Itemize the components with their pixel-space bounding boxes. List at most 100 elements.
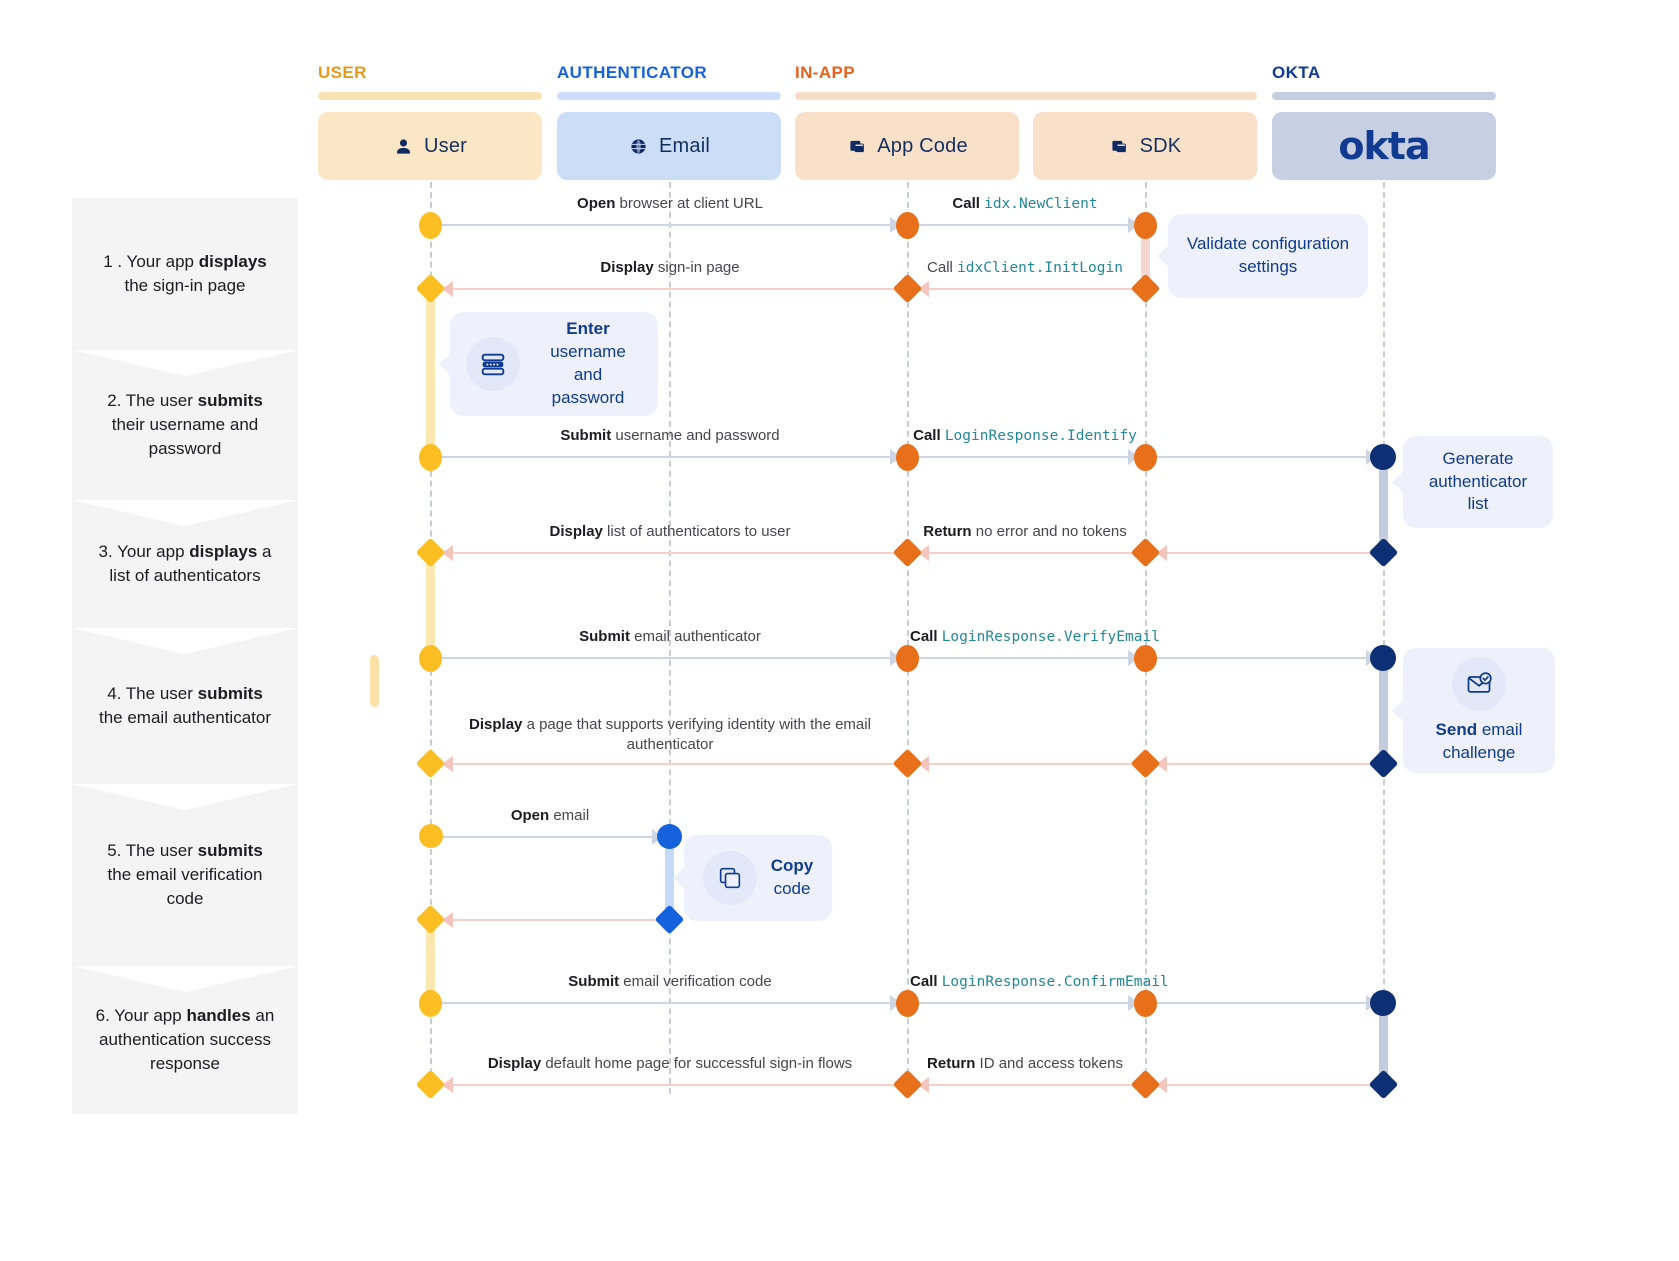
step-4-notch [72,628,298,654]
node-app-code-r1 [896,212,919,239]
message-label-m2: Call idx.NewClient [952,195,1098,212]
message-line-m14 [907,1002,1137,1004]
message-line-m2 [907,224,1137,226]
step-6-text: 6. Your app handles an authentication su… [95,1005,275,1074]
arrowhead-m6 [1128,449,1139,465]
callout-tail [1392,697,1406,724]
message-label-m4: Call idxClient.InitLogin [927,259,1123,276]
arrowhead-m14 [1128,995,1139,1011]
activation-okta-1 [1379,456,1388,554]
message-label-m3: Display sign-in page [600,259,740,276]
arrowhead-m16b [1156,1077,1167,1093]
actor-box-user[interactable]: User [318,112,542,180]
node-user-r5 [419,645,442,672]
message-line-m8b [1159,552,1375,554]
message-line-m5 [430,456,898,458]
arrowhead-m15 [442,1077,453,1093]
message-line-m6b [1145,456,1375,458]
step-2-text: 2. The user submits their username and p… [107,390,263,459]
callout-validate-configuration: Validate configuration settings [1157,214,1368,298]
arrowhead-m16 [918,1077,929,1093]
message-label-m8: Return no error and no tokens [923,523,1127,540]
message-line-m3 [445,288,900,290]
callout-tail [673,865,687,891]
arrowhead-m10 [1128,650,1139,666]
column-title-okta: OKTA [1272,63,1321,82]
node-app-code-r6 [892,748,923,779]
message-line-m16 [921,1084,1137,1086]
actor-box-sdk[interactable]: SDK [1033,112,1257,180]
message-line-m14b [1145,1002,1375,1004]
step-2-notch [72,350,298,376]
message-line-m11b [921,763,1137,765]
arrowhead-m4 [918,281,929,297]
activation-email-1 [665,836,674,920]
copy-icon [702,851,757,905]
arrowhead-m7 [442,545,453,561]
activation-sdk-1 [1141,224,1150,292]
node-okta-r6 [1368,748,1399,779]
node-user-r3 [419,444,442,471]
node-sdk-r1 [1134,212,1157,239]
step-6: 6. Your app handles an authentication su… [72,966,298,1114]
lifeline-sdk [1145,182,1147,1094]
activation-user-2 [426,554,435,658]
step-3: 3. Your app displays a list of authentic… [72,500,298,654]
step-4-text: 4. The user submits the email authentica… [99,683,271,727]
actor-label-app-code: App Code [877,134,968,157]
callout-tail [439,351,453,377]
activation-user-3 [370,655,379,707]
message-line-m12 [430,836,660,838]
column-rule-user [318,92,542,100]
message-line-m9 [430,657,898,659]
node-user-r7 [419,824,443,848]
node-okta-r3 [1370,444,1396,470]
arrowhead-m11 [442,756,453,772]
actor-label-user: User [423,134,468,157]
step-1: 1 . Your app displays the sign-in page [72,198,298,376]
activation-okta-2 [1379,657,1388,765]
lifeline-app-code [907,182,909,1094]
message-line-m7 [445,552,900,554]
arrowhead-m11c [1156,756,1167,772]
node-sdk-r9 [1134,990,1157,1017]
node-app-code-r3 [896,444,919,471]
column-title-user: USER [318,63,367,82]
column-rule-authenticator [557,92,781,100]
actor-box-app-code[interactable]: App Code [795,112,1019,180]
node-sdk-r3 [1134,444,1157,471]
message-label-m16: Return ID and access tokens [927,1055,1123,1072]
node-app-code-r9 [896,990,919,1017]
globe-icon [628,135,650,157]
arrowhead-m5 [890,449,901,465]
step-3-text: 3. Your app displays a list of authentic… [98,541,272,585]
message-label-m9: Submit email authenticator [579,628,761,645]
arrowhead-m3 [442,281,453,297]
message-label-m11: Display a page that supports verifying i… [469,716,871,754]
actor-label-email: Email [658,134,710,157]
arrowhead-m8b [1156,545,1167,561]
message-line-m15 [445,1084,900,1086]
node-user-r8 [415,904,446,935]
message-line-m11c [1159,763,1375,765]
activation-okta-3 [1379,1001,1388,1085]
step-6-notch [72,966,298,992]
arrowhead-m13 [890,995,901,1011]
message-line-m12r [445,919,671,921]
node-sdk-r5 [1134,645,1157,672]
callout-tail [1392,469,1406,495]
actor-box-email[interactable]: Email [557,112,781,180]
node-email-r7 [657,824,682,849]
message-line-m10 [907,657,1137,659]
step-4: 4. The user submits the email authentica… [72,628,298,810]
message-line-m6 [907,456,1137,458]
app-window-icon [846,135,868,157]
message-line-m4 [921,288,1137,290]
actor-box-okta[interactable]: okta [1272,112,1496,180]
